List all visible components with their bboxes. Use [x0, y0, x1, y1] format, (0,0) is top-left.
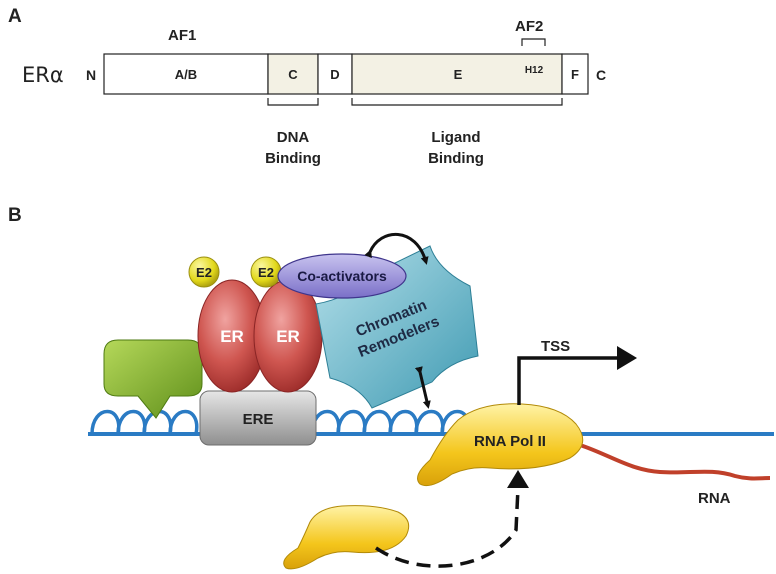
rna-pol-ii-free	[283, 505, 410, 570]
remodeler-dna-arrow	[414, 366, 431, 409]
e2-right-label: E2	[258, 265, 274, 280]
rna-pol-ii-label: RNA Pol II	[474, 433, 546, 450]
recruitment-arrowhead	[507, 470, 529, 488]
domain-d	[317, 53, 353, 95]
tss-label: TSS	[541, 338, 570, 355]
af1-label: AF1	[168, 27, 196, 44]
protein-name: ERα	[22, 63, 64, 87]
domain-c	[267, 53, 319, 95]
domain-f-label: F	[571, 67, 579, 82]
helix-h12-label: H12	[525, 65, 544, 76]
dna-binding-bracket	[267, 98, 319, 106]
domain-e-label: E	[454, 67, 463, 82]
e2-ligand-left	[188, 256, 220, 288]
cofactor-shape	[103, 339, 203, 419]
domain-c-label: C	[288, 67, 298, 82]
af2-bracket	[521, 38, 546, 46]
domain-ab-label: A/B	[175, 67, 197, 82]
rna-label: RNA	[698, 490, 731, 507]
af2-label: AF2	[515, 18, 543, 35]
domain-d-label: D	[330, 67, 339, 82]
ere-block	[199, 390, 317, 446]
panel-b-label: B	[8, 205, 22, 226]
coactivators-oval	[277, 253, 407, 299]
rna-pol-ii-bound	[417, 403, 584, 487]
domain-ab	[103, 53, 269, 95]
n-terminus-label: N	[86, 67, 96, 83]
tss-arrowhead	[617, 346, 637, 370]
coactivators-label: Co-activators	[297, 268, 387, 284]
panel-a-label: A	[8, 6, 22, 27]
ligand-binding-line2: Binding	[428, 150, 484, 167]
ere-label: ERE	[243, 411, 274, 428]
ligand-binding-bracket	[351, 98, 563, 106]
dna-binding-line1: DNA	[277, 129, 310, 146]
domain-f	[561, 53, 589, 95]
tss-arrow-line	[517, 356, 618, 405]
dna-strand	[88, 409, 774, 436]
ligand-binding-line1: Ligand	[431, 129, 480, 146]
e2-left-label: E2	[196, 265, 212, 280]
dna-binding-line2: Binding	[265, 150, 321, 167]
rna-strand	[579, 443, 771, 481]
c-terminus-label: C	[596, 67, 606, 83]
er-right-label: ER	[276, 327, 300, 346]
coactivator-remodeler-arrow	[364, 233, 429, 265]
er-left-label: ER	[220, 327, 244, 346]
